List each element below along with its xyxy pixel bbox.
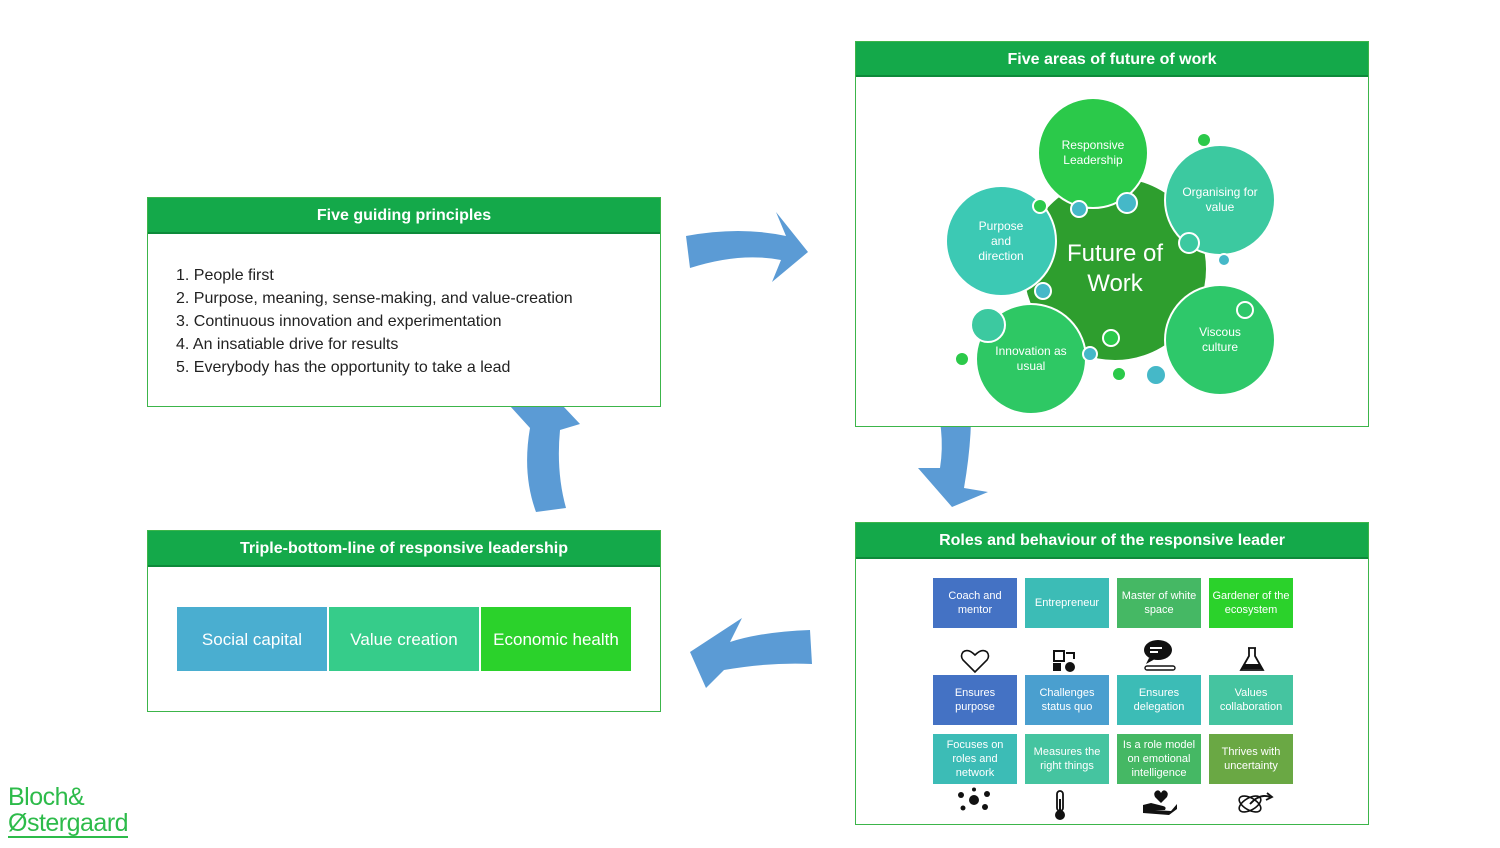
- decor-dot: [954, 351, 970, 367]
- role-master-of-white-space: Master of white space: [1117, 578, 1201, 628]
- roles-panel: Roles and behaviour of the responsive le…: [855, 522, 1369, 825]
- role-values-collaboration: Values collaboration: [1209, 675, 1293, 725]
- role-coach-and-mentor: Coach and mentor: [933, 578, 1017, 628]
- decor-dot: [1145, 364, 1167, 386]
- arrow-left: [690, 618, 812, 688]
- arrow-right: [686, 212, 808, 282]
- principles-panel: Five guiding principles 1. People first …: [147, 197, 661, 407]
- triple-social-capital: Social capital: [177, 607, 327, 671]
- decor-dot: [1196, 132, 1212, 148]
- chat-icon: [1144, 640, 1176, 671]
- hand-heart-icon: [1143, 790, 1177, 815]
- role-challenges-status-quo: Challenges status quo: [1025, 675, 1109, 725]
- decor-dot: [970, 307, 1006, 343]
- principle-item: 2. Purpose, meaning, sense-making, and v…: [176, 290, 573, 307]
- principle-item: 1. People first: [176, 267, 274, 284]
- roles-title: Roles and behaviour of the responsive le…: [856, 523, 1368, 559]
- principle-item: 3. Continuous innovation and experimenta…: [176, 313, 502, 330]
- logo-line-2: Østergaard: [8, 809, 129, 838]
- principles-title: Five guiding principles: [148, 198, 660, 234]
- areas-title: Five areas of future of work: [856, 42, 1368, 77]
- bubble-responsive-leadership: Responsive Leadership: [1037, 97, 1149, 209]
- triple-economic-health: Economic health: [481, 607, 631, 671]
- role-emotional-intelligence: Is a role model on emotional intelligenc…: [1117, 734, 1201, 784]
- role-ensures-delegation: Ensures delegation: [1117, 675, 1201, 725]
- principle-item: 5. Everybody has the opportunity to take…: [176, 359, 511, 376]
- decor-dot: [1082, 346, 1098, 362]
- decor-dot: [1102, 329, 1120, 347]
- flask-icon: [1239, 647, 1265, 671]
- brand-logo: Bloch& Østergaard: [8, 783, 129, 838]
- decor-dot: [1217, 253, 1231, 267]
- decor-dot: [1034, 282, 1052, 300]
- role-focuses-on-roles: Focuses on roles and network: [933, 734, 1017, 784]
- role-measures-right-things: Measures the right things: [1025, 734, 1109, 784]
- areas-panel: Five areas of future of work Future of W…: [855, 41, 1369, 427]
- logo-line-1: Bloch&: [8, 783, 85, 811]
- triple-title: Triple-bottom-line of responsive leaders…: [148, 531, 660, 567]
- decor-dot: [1032, 198, 1048, 214]
- decor-dot: [1116, 192, 1138, 214]
- role-ensures-purpose: Ensures purpose: [933, 675, 1017, 725]
- triple-panel: Triple-bottom-line of responsive leaders…: [147, 530, 661, 712]
- thermometer-icon: [1055, 790, 1065, 820]
- shapes-icon: [1053, 650, 1075, 672]
- principle-item: 4. An insatiable drive for results: [176, 336, 399, 353]
- decor-dot: [1070, 200, 1088, 218]
- center-label: Future of Work: [1066, 240, 1164, 297]
- role-entrepreneur: Entrepreneur: [1025, 578, 1109, 628]
- network-dots-icon: [958, 787, 990, 811]
- role-thrives-with-uncertainty: Thrives with uncertainty: [1209, 734, 1293, 784]
- principles-list: 1. People first 2. Purpose, meaning, sen…: [176, 264, 573, 379]
- decor-dot: [1111, 366, 1127, 382]
- role-gardener-of-ecosystem: Gardener of the ecosystem: [1209, 578, 1293, 628]
- triple-value-creation: Value creation: [329, 607, 479, 671]
- atom-arrow-icon: [1238, 792, 1274, 813]
- triple-row: Social capital Value creation Economic h…: [177, 607, 631, 671]
- bubble-viscous-culture: Viscous culture: [1164, 284, 1276, 396]
- decor-dot: [1178, 232, 1200, 254]
- decor-dot: [1236, 301, 1254, 319]
- heart-icon: [960, 649, 990, 674]
